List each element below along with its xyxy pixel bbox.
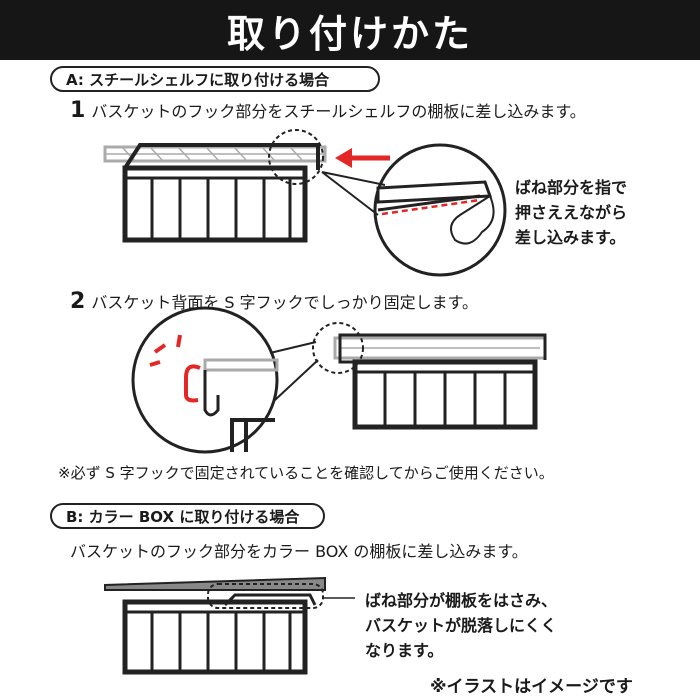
section-a-label-text: A: スチールシェルフに取り付ける場合: [66, 70, 330, 89]
step2-instruction: 2 バスケット背面を S 字フックでしっかり固定します。: [70, 289, 478, 314]
step1-basket-illustration: [103, 129, 507, 277]
step1-number: 1: [70, 98, 86, 123]
page-title: 取り付けかた: [226, 11, 473, 56]
step2-note: ※必ず S 字フックで固定されていることを確認してからご使用ください。: [58, 464, 554, 482]
section-b-instruction: バスケットのフック部分をカラー BOX の棚板に差し込みます。: [70, 542, 528, 561]
step2-basket-illustration: [131, 306, 547, 454]
section-b-label-text: B: カラー BOX に取り付ける場合: [66, 507, 300, 526]
step2-text: バスケット背面を S 字フックでしっかり固定します。: [91, 293, 479, 312]
section-b-label: B: カラー BOX に取り付ける場合: [50, 503, 325, 529]
step1-callout: ばね部分を指で 押さええながら 差し込みます。: [515, 178, 628, 247]
footer-note: ※イラストはイメージです: [430, 677, 633, 697]
section-b-illustration: [104, 576, 355, 675]
step2-number: 2: [70, 289, 86, 314]
section-a-label: A: スチールシェルフに取り付ける場合: [50, 66, 380, 92]
title-bar: 取り付けかた: [0, 0, 700, 60]
step1-text: バスケットのフック部分をスチールシェルフの棚板に差し込みます。: [91, 102, 586, 121]
step1-instruction: 1 バスケットのフック部分をスチールシェルフの棚板に差し込みます。: [70, 98, 586, 123]
section-b-callout: ばね部分が棚板をはさみ、 バスケットが脱落しにくく なります。: [365, 591, 558, 660]
